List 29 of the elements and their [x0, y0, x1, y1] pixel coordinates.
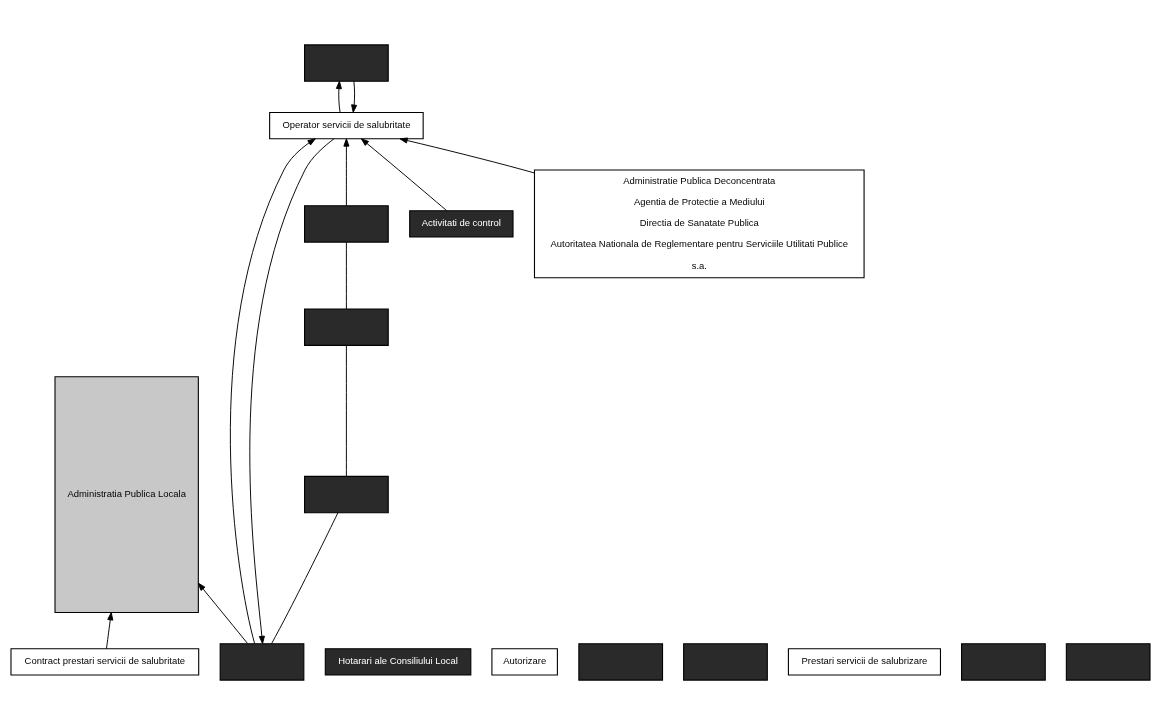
node-box: Administratie Publica Deconcentrata Agentia de Protectie a Mediului Directia de Sanatate Publica Autoritatea Nationala de Reglementare pentru Serviciile Utilitati Publice s.a. — [533, 169, 865, 279]
arrow — [106, 612, 114, 650]
arrow — [343, 138, 350, 207]
node-box: Hotarari ale Consiliului Local — [324, 648, 472, 676]
node-box: Prestari servicii de salubrizare — [787, 648, 941, 676]
node-box — [1065, 643, 1151, 681]
arrow — [249, 138, 335, 645]
arrow — [351, 80, 358, 113]
arrow — [335, 80, 342, 113]
arrow — [399, 137, 535, 174]
node-box — [304, 205, 389, 243]
node-box — [304, 44, 389, 82]
node-box — [219, 643, 305, 681]
connector — [271, 512, 339, 645]
node-box — [578, 643, 664, 681]
connector — [345, 345, 347, 477]
connector — [345, 241, 347, 310]
node-box — [961, 643, 1046, 681]
node-box — [304, 308, 389, 346]
node-box: Contract prestari servicii de salubritate — [10, 648, 200, 676]
node-box — [304, 475, 389, 514]
arrow — [197, 582, 248, 644]
arrow — [360, 138, 448, 212]
node-box: Administratia Publica Locala — [54, 376, 199, 613]
arrow — [229, 138, 316, 645]
node-box: Activitati de control — [409, 210, 514, 238]
node-box: Operator servicii de salubritate — [269, 112, 424, 140]
node-box — [683, 643, 768, 681]
node-box: Autorizare — [491, 648, 558, 676]
